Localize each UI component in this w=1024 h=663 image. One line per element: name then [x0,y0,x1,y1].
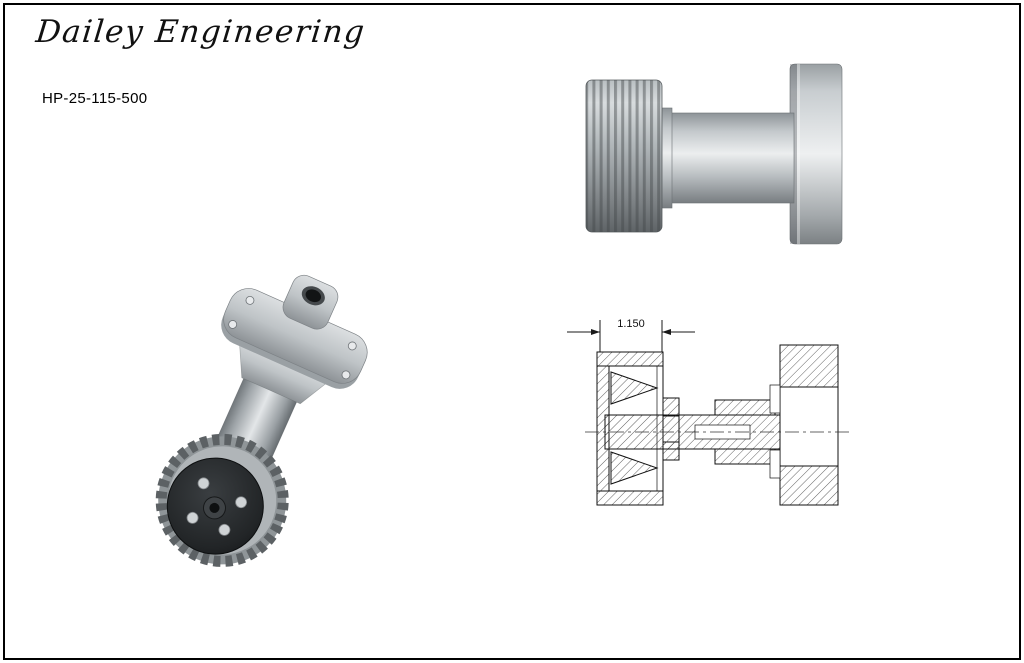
pulley-hub [202,496,226,520]
gear-toothed [585,79,663,233]
isometric-view-svg [155,274,368,567]
side-view-render [578,60,844,250]
dimension-value: 1.150 [617,318,645,330]
drum-cylinder [789,63,843,245]
pulley-bolts [186,477,247,536]
side-view-svg [585,63,843,245]
coupling-sleeve-section [714,399,776,465]
part-number: HP-25-115-500 [42,90,148,107]
inlet-boss [282,274,339,330]
section-view-svg: 1.150 [567,318,850,506]
shaft-cylinder [657,107,795,209]
section-view-drawing: 1.150 [545,300,865,520]
company-logo-text: Dailey Engineering [34,14,368,50]
dimension-callout [567,320,695,352]
housing-flange-section [769,344,839,506]
flange-bolt-holes [228,295,357,380]
isometric-view-render [118,250,398,582]
toothed-pulley [155,433,289,567]
